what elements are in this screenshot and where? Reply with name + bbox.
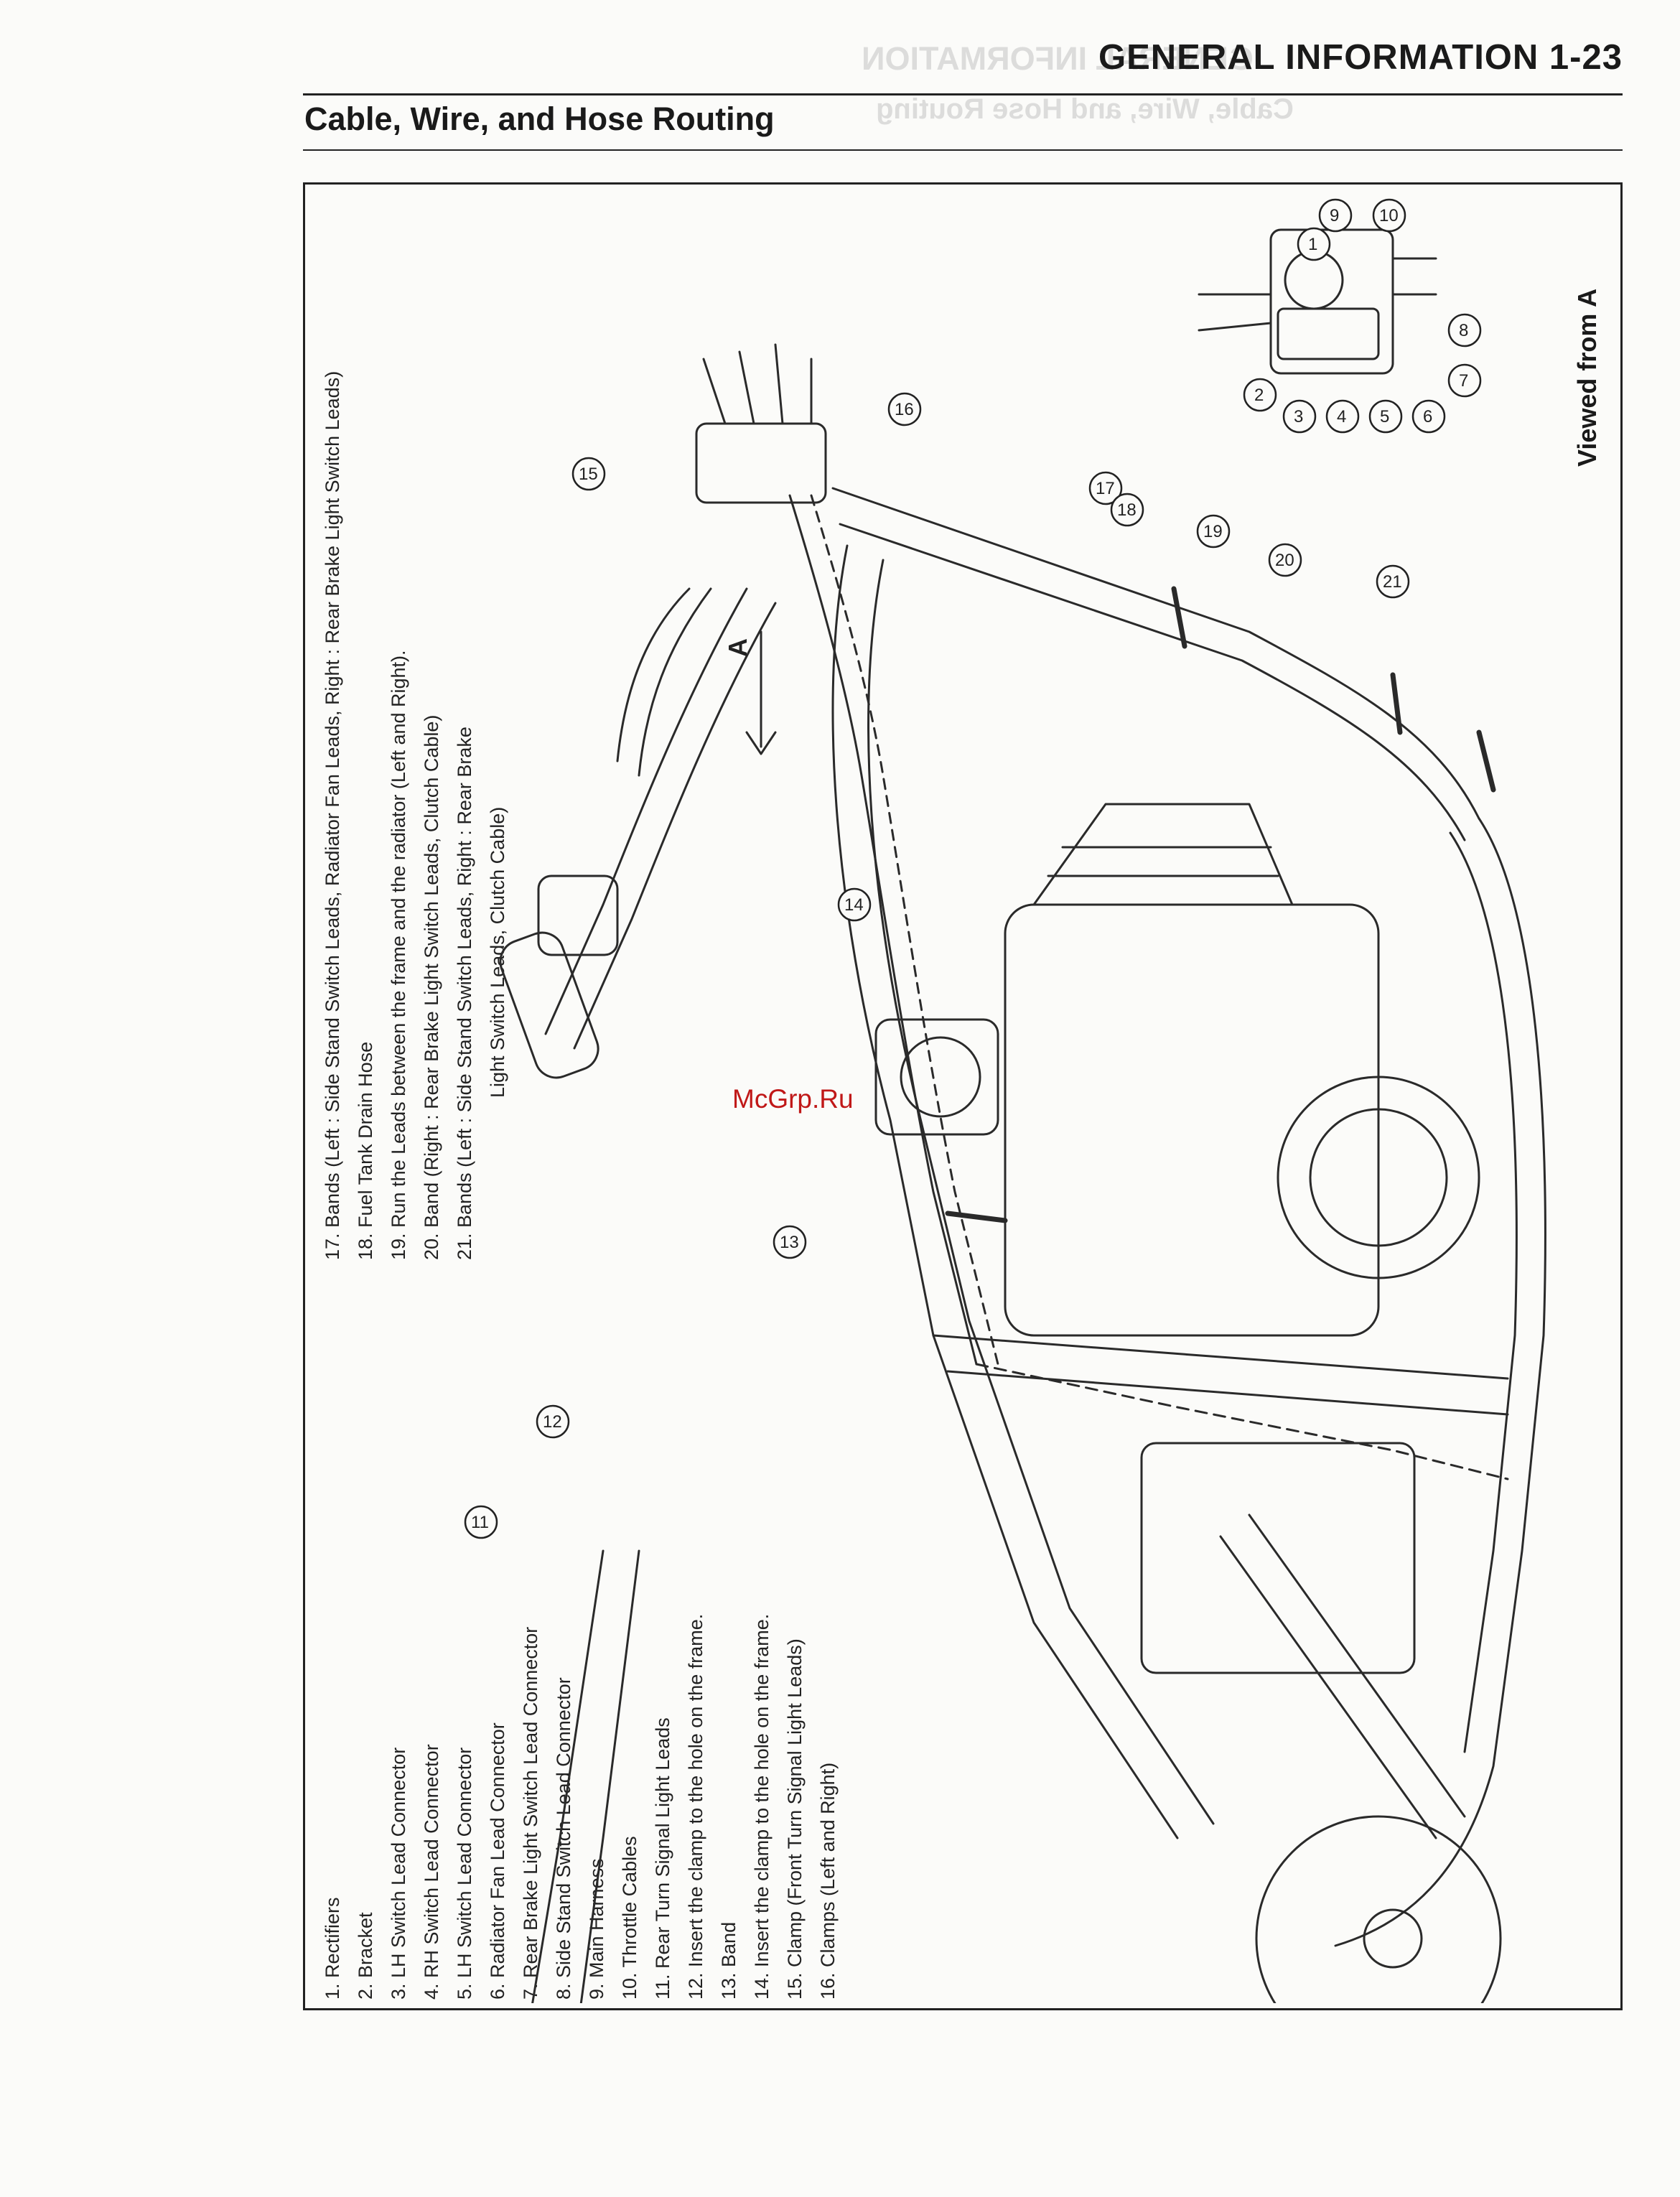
rear-harness xyxy=(975,1363,1509,1480)
header-rule xyxy=(303,93,1623,95)
watermark: McGrp.Ru xyxy=(732,1084,854,1114)
callout-4: 4 xyxy=(1325,399,1360,434)
callout-9: 9 xyxy=(1318,198,1353,233)
connector-block xyxy=(695,422,827,504)
connector-leads xyxy=(702,343,813,425)
section-rule xyxy=(303,149,1623,151)
rear-wheel-hub xyxy=(1255,1815,1502,2003)
svg-text:18: 18 xyxy=(1117,500,1137,520)
svg-text:6: 6 xyxy=(1423,407,1432,426)
svg-text:16: 16 xyxy=(895,400,914,419)
viewed-from-a-label-box: Viewed from A xyxy=(1572,258,1615,560)
main-harness xyxy=(788,494,978,1366)
svg-text:3: 3 xyxy=(1294,407,1303,426)
svg-text:21: 21 xyxy=(1383,572,1402,592)
figure-frame xyxy=(303,182,1623,2010)
legend-item: 17. Bands (Left : Side Stand Switch Lead… xyxy=(322,370,343,1260)
rear-axle xyxy=(1363,1908,1423,1969)
handlebar-grip xyxy=(499,931,599,1079)
svg-text:11: 11 xyxy=(471,1513,489,1532)
callout-3: 3 xyxy=(1282,399,1317,434)
band-13 xyxy=(945,1211,1008,1223)
bleed-through-section: Cable, Wire, and Hose Routing xyxy=(876,93,1294,125)
legend-item: 18. Fuel Tank Drain Hose xyxy=(355,1041,376,1260)
callout-15: 15 xyxy=(571,457,606,491)
svg-text:15: 15 xyxy=(579,465,598,484)
callout-18: 18 xyxy=(1110,493,1144,527)
callout-17: 17 xyxy=(1088,471,1123,505)
frame-lower-rail-2 xyxy=(946,1370,1509,1416)
svg-text:9: 9 xyxy=(1330,206,1339,225)
battery-box xyxy=(1140,1442,1416,1674)
band-17 xyxy=(1171,586,1187,649)
front-fork-tube xyxy=(531,1549,605,2003)
svg-text:8: 8 xyxy=(1459,321,1468,340)
page-header-title: GENERAL INFORMATION 1-23 xyxy=(1098,38,1623,77)
callout-10: 10 xyxy=(1372,198,1406,233)
callout-11: 11 xyxy=(464,1505,498,1539)
callout-13: 13 xyxy=(773,1225,807,1259)
callout-5: 5 xyxy=(1368,399,1403,434)
svg-text:19: 19 xyxy=(1203,522,1223,541)
view-a-arrow xyxy=(745,630,777,755)
frame-tube-upper xyxy=(831,487,1480,820)
throttle-cables xyxy=(616,587,712,777)
callout-1: 1 xyxy=(1297,227,1331,261)
frame-lower-rail xyxy=(932,1334,1509,1380)
view-a-label: A xyxy=(723,638,752,657)
callout-14: 14 xyxy=(837,887,872,922)
viewed-from-a-label: Viewed from A xyxy=(1572,288,1602,467)
swingarm xyxy=(1219,1513,1466,1839)
switch-housing xyxy=(537,874,619,956)
frame-tube-upper-inner xyxy=(839,523,1466,841)
callout-16: 16 xyxy=(887,392,922,426)
svg-text:17: 17 xyxy=(1096,479,1115,498)
svg-text:14: 14 xyxy=(844,895,864,915)
svg-text:7: 7 xyxy=(1459,371,1468,391)
callout-20: 20 xyxy=(1268,543,1302,577)
cylinder-fins xyxy=(1032,803,1294,906)
band-21 xyxy=(1476,729,1496,793)
wiring-diagram: A 1 2 3 4 5 6 7 8 9 10 11 12 13 14 15 16… xyxy=(464,198,1546,2003)
svg-text:20: 20 xyxy=(1275,551,1294,570)
svg-text:4: 4 xyxy=(1337,407,1346,426)
main-harness-2 xyxy=(810,494,999,1366)
svg-text:10: 10 xyxy=(1379,206,1399,225)
handlebar-2 xyxy=(573,602,777,1050)
engine-cover xyxy=(1277,1076,1480,1279)
engine-block xyxy=(1004,903,1380,1337)
callout-2: 2 xyxy=(1243,378,1277,412)
legend-item: 2. Bracket xyxy=(355,1912,376,2000)
callout-12: 12 xyxy=(536,1404,570,1439)
callout-set: 1 2 3 4 5 6 7 8 9 10 11 12 13 14 15 16 1… xyxy=(464,198,1482,1539)
callout-19: 19 xyxy=(1196,514,1231,549)
svg-text:12: 12 xyxy=(543,1412,562,1432)
callout-7: 7 xyxy=(1447,363,1482,398)
front-fork-tube-2 xyxy=(579,1549,640,2003)
callout-6: 6 xyxy=(1411,399,1446,434)
section-title: Cable, Wire, and Hose Routing xyxy=(304,101,775,137)
carburetor xyxy=(874,1018,999,1136)
carburetor-bowl xyxy=(900,1036,981,1118)
svg-text:13: 13 xyxy=(780,1233,799,1252)
band-20 xyxy=(1390,672,1403,735)
frame-rear-loop xyxy=(1334,817,1546,1947)
svg-text:2: 2 xyxy=(1254,386,1264,405)
svg-text:5: 5 xyxy=(1380,407,1389,426)
callout-8: 8 xyxy=(1447,313,1482,347)
frame-down-tube xyxy=(831,544,1179,1839)
frame-rear-loop-inner xyxy=(1449,831,1518,1753)
handlebar xyxy=(544,587,748,1035)
engine-cover-inner xyxy=(1309,1108,1448,1247)
callout-21: 21 xyxy=(1376,564,1410,599)
svg-text:1: 1 xyxy=(1308,235,1317,254)
legend-item: 1. Rectifiers xyxy=(322,1897,343,2000)
